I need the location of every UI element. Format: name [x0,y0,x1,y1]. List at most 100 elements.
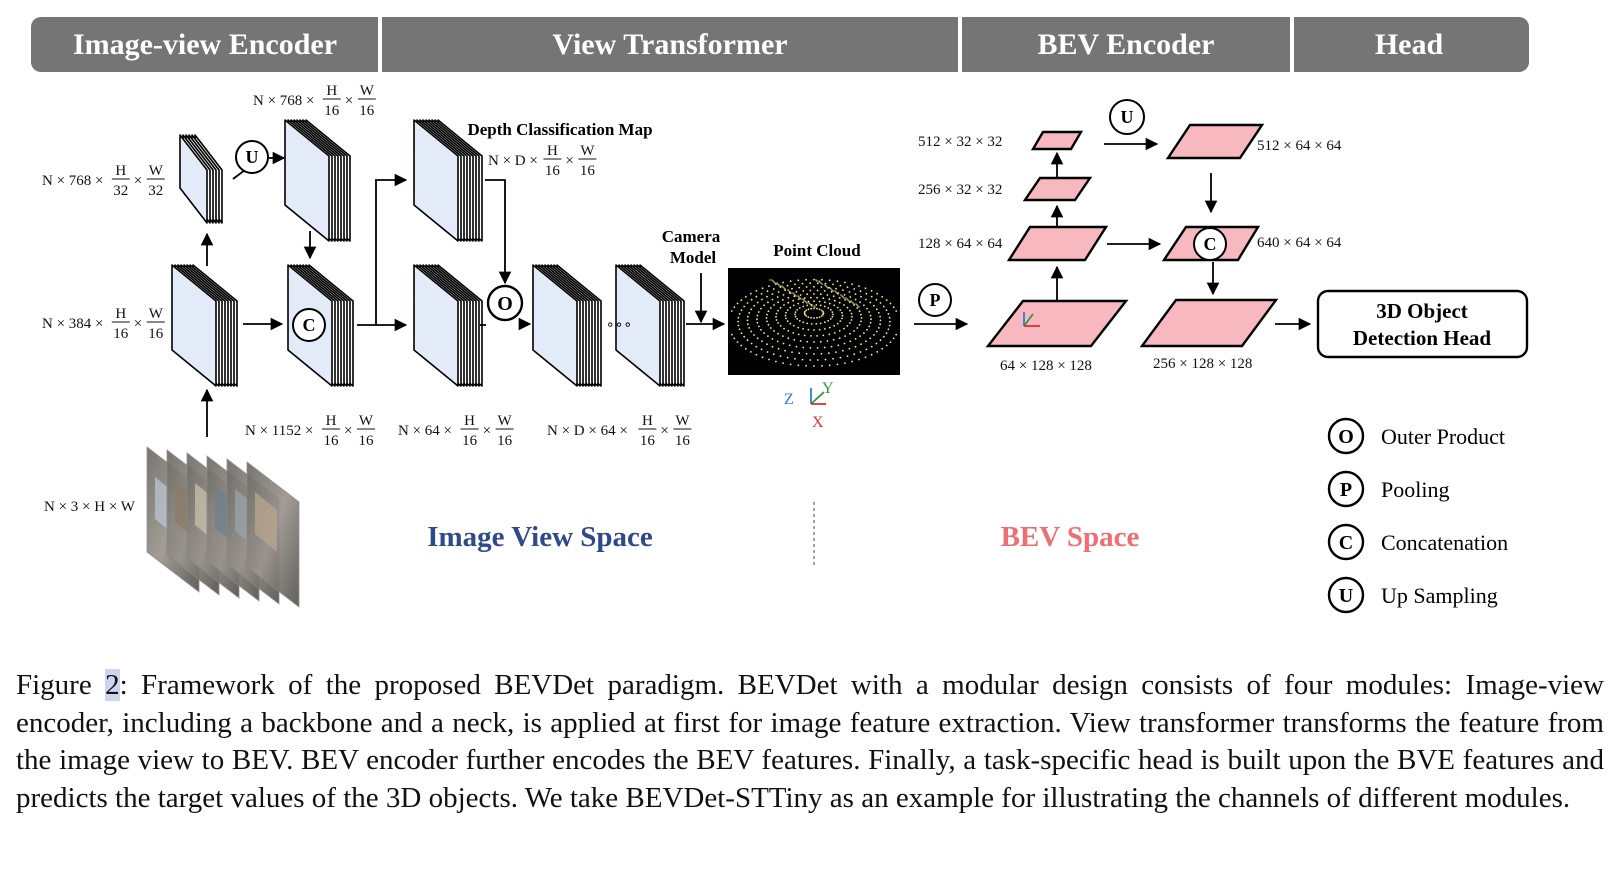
caption-prefix: Figure [16,669,106,701]
point-cloud-image [728,268,900,375]
bev-dim-256-128: 256 × 128 × 128 [1153,356,1252,372]
outer-product-op-icon: O [486,284,524,322]
svg-text:H: H [464,413,475,429]
svg-text:N × 384 ×: N × 384 × [42,316,104,332]
svg-text:16: 16 [359,433,375,449]
bev-dim-512-32: 512 × 32 × 32 [918,134,1002,150]
svg-text:O: O [497,293,513,315]
dim-nd64-16-label: N × D × 64 ×H16×W16 [547,413,692,449]
svg-text:N × 1152 ×: N × 1152 × [245,423,313,439]
point-cloud-points [730,278,898,367]
legend: O Outer Product P Pooling C Concatenatio… [1327,417,1508,614]
bev-feature-256x32 [1022,176,1093,202]
depth-classification-stack [413,119,483,242]
feature-stack-nd64-a [532,264,602,387]
header-image-view-encoder: Image-view Encoder [73,28,337,61]
bev-feature-512x64 [1165,123,1265,160]
header-view-transformer: View Transformer [552,28,787,61]
feature-stack-768-16 [284,119,351,242]
svg-text:H: H [115,306,126,322]
header-head: Head [1375,28,1444,61]
feature-stack-64-16 [413,264,483,387]
dim-768-16-label: N × 768 ×H16×W16 [253,83,376,119]
dim-768-32-label: N × 768 ×H32×W32 [42,163,165,199]
arrow-1152-to-depth [357,173,408,326]
svg-text:H: H [547,143,558,159]
svg-text:Pooling: Pooling [1381,477,1449,502]
svg-text:N × D ×: N × D × [488,153,538,169]
svg-text:32: 32 [113,183,128,199]
bev-feature-64x128 [985,299,1129,348]
svg-text:Outer Product: Outer Product [1381,424,1505,449]
concat-op-icon: C [292,308,326,342]
depth-map-title: Depth Classification Map [467,120,652,139]
svg-text:C: C [1204,234,1217,254]
svg-text:Y: Y [822,380,834,397]
header-bar [31,17,1529,72]
svg-text:P: P [930,290,941,310]
svg-text:W: W [360,83,375,99]
feature-stack-768-32 [179,134,223,224]
bev-dim-640-64: 640 × 64 × 64 [1257,235,1342,251]
figure-number[interactable]: 2 [105,669,120,701]
bev-feature-128x64 [1006,225,1109,262]
svg-text:W: W [675,413,690,429]
svg-text:16: 16 [324,433,340,449]
bev-concat-op-icon: C [1193,227,1227,261]
bev-dim-128-64: 128 × 64 × 64 [918,236,1003,252]
caption-text: : Framework of the proposed BEVDet parad… [16,669,1604,814]
point-cloud-title: Point Cloud [773,241,861,260]
svg-text:C: C [1339,532,1353,554]
svg-text:N × D × 64 ×: N × D × 64 × [547,423,628,439]
bev-upsample-op-icon: U [1109,99,1145,135]
svg-text:Up Sampling: Up Sampling [1381,583,1498,608]
svg-text:16: 16 [359,103,375,119]
image-view-space-label: Image View Space [427,521,653,553]
feature-map-stacks [171,119,685,387]
svg-text:16: 16 [580,163,596,179]
feature-stack-nd64-b [615,264,685,387]
dim-depth-label: N × D ×H16×W16 [488,143,597,179]
dim-384-16-label: N × 384 ×H16×W16 [42,306,165,342]
bev-axis-icon [1023,312,1040,327]
svg-text:×: × [345,93,353,109]
svg-text:×: × [344,423,352,439]
svg-text:H: H [642,413,653,429]
svg-text:W: W [149,163,164,179]
svg-text:N × 768 ×: N × 768 × [253,93,315,109]
feature-stack-384-16 [171,264,238,387]
svg-text:W: W [149,306,164,322]
svg-text:16: 16 [462,433,478,449]
svg-text:16: 16 [148,326,164,342]
svg-text:U: U [246,147,259,167]
svg-text:U: U [1121,107,1134,127]
arrow-depth-to-outer [485,179,512,285]
svg-text:×: × [134,173,142,189]
bev-dim-256-32: 256 × 32 × 32 [918,182,1002,198]
svg-text:32: 32 [148,183,163,199]
svg-text:X: X [812,414,824,431]
svg-text:H: H [326,413,337,429]
svg-text:H: H [326,83,337,99]
svg-text:16: 16 [113,326,129,342]
figure-caption: Figure 2: Framework of the proposed BEVD… [16,667,1604,817]
svg-text:×: × [483,423,491,439]
camera-model-label: Camera [662,227,721,246]
svg-text:U: U [1339,585,1353,607]
svg-text:16: 16 [545,163,561,179]
bev-space-label: BEV Space [1001,521,1140,553]
bevdet-framework-diagram: Image-view Encoder View Transformer BEV … [31,17,1529,614]
svg-text:×: × [660,423,668,439]
camera-model-label-line2: Model [670,248,717,267]
bev-dim-512-64: 512 × 64 × 64 [1257,138,1342,154]
svg-text:16: 16 [640,433,656,449]
svg-text:W: W [580,143,595,159]
arrow-768-32-to-upsample [232,169,246,180]
input-camera-images [146,446,300,608]
svg-text:W: W [359,413,374,429]
bev-dim-64-128: 64 × 128 × 128 [1000,358,1092,374]
detection-head-label: 3D Object [1376,299,1468,323]
header-bev-encoder: BEV Encoder [1038,28,1215,61]
svg-text:Concatenation: Concatenation [1381,530,1508,555]
legend-item-concatenation: C Concatenation [1327,523,1508,561]
